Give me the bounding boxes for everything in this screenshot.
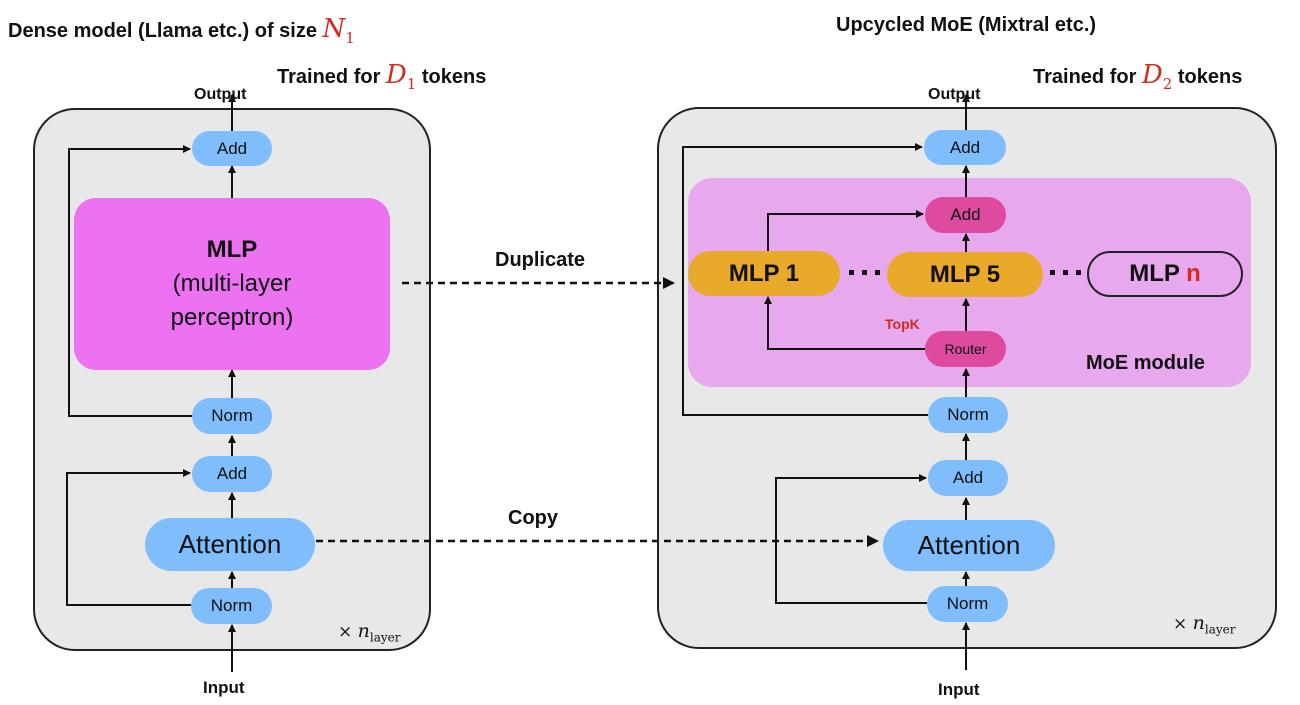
dense-model-title: Dense model (Llama etc.) of size N1: [8, 14, 355, 47]
right-trained-label: Trained for D2 tokens: [1033, 60, 1243, 94]
ellipsis-dot: [1050, 270, 1055, 275]
d2-symbol: D2: [1141, 60, 1173, 94]
right-attention: Attention: [883, 520, 1055, 571]
topk-label: TopK: [885, 316, 920, 332]
left-add-top: Add: [192, 131, 272, 166]
ellipsis-dot: [1076, 270, 1081, 275]
n1-symbol: N1: [322, 14, 355, 48]
left-norm-bottom: Norm: [191, 588, 272, 624]
expert-mlp-n-text: MLP: [1129, 260, 1187, 287]
expert-mlp-1: MLP 1: [688, 251, 840, 296]
right-norm-mid: Norm: [928, 397, 1008, 433]
copy-label: Copy: [508, 507, 558, 529]
expert-mlp-n: MLP n: [1087, 251, 1243, 297]
mlp-title: MLP: [206, 236, 258, 263]
right-output-label: Output: [928, 86, 981, 103]
ellipsis-dot: [1063, 270, 1068, 275]
left-output-label: Output: [194, 86, 247, 103]
left-input-label: Input: [203, 678, 245, 697]
left-residual-1: [66, 469, 192, 606]
duplicate-label: Duplicate: [495, 249, 586, 271]
moe-module-label: MoE module: [1086, 352, 1205, 374]
left-norm-mid: Norm: [192, 398, 272, 434]
mlp1-to-moe-add: [767, 210, 924, 251]
d1-symbol: D1: [385, 60, 417, 94]
moe-model-title: Upcycled MoE (Mixtral etc.): [836, 14, 1097, 36]
router-to-mlp1: [764, 296, 925, 350]
right-norm-bottom: Norm: [927, 586, 1008, 622]
expert-mlp-5: MLP 5: [887, 252, 1043, 297]
right-residual-2: [682, 143, 928, 416]
moe-add: Add: [925, 197, 1006, 233]
left-residual-2: [68, 145, 192, 417]
left-add-mid: Add: [192, 456, 272, 492]
left-trained-label: Trained for D1 tokens: [277, 60, 487, 94]
right-input-label: Input: [938, 680, 980, 699]
router: Router: [925, 331, 1006, 367]
mlp-subtitle-1: (multi-layer: [172, 270, 292, 297]
left-attention: Attention: [145, 518, 315, 571]
right-layer-repeat: × nlayer: [1173, 612, 1236, 637]
dense-mlp-block: MLP (multi-layer perceptron): [74, 198, 390, 370]
ellipsis-dot: [862, 270, 867, 275]
left-layer-repeat: × nlayer: [338, 620, 401, 645]
expert-count-var: n: [1186, 260, 1201, 287]
mlp-subtitle-2: perceptron): [170, 304, 294, 331]
dense-title-text: Dense model (Llama etc.) of size: [8, 20, 323, 42]
ellipsis-dot: [849, 270, 854, 275]
right-add-top: Add: [924, 130, 1006, 165]
right-add-mid: Add: [928, 460, 1008, 496]
ellipsis-dot: [875, 270, 880, 275]
